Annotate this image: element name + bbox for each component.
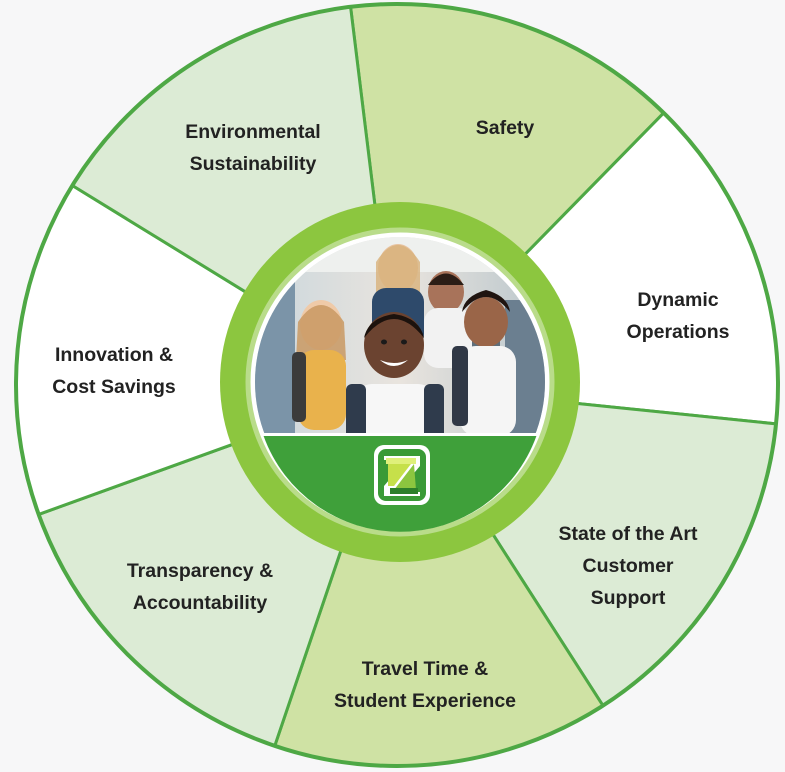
label-line: Operations [627, 321, 730, 343]
label-line: State of the Art [558, 523, 698, 545]
label-safety: Safety [476, 117, 535, 139]
label-line: Customer [582, 555, 673, 577]
z-logo-icon [374, 445, 430, 505]
label-line: Sustainability [190, 153, 317, 175]
label-line: Travel Time & [362, 658, 488, 680]
label-line: Environmental [185, 121, 320, 143]
label-line: Support [591, 587, 666, 609]
center-hub [220, 202, 580, 562]
label-line: Dynamic [637, 289, 718, 311]
label-line: Transparency & [127, 560, 273, 582]
label-line: Cost Savings [52, 376, 176, 398]
label-line: Innovation & [55, 344, 173, 366]
label-innovation: Innovation & Cost Savings [52, 344, 176, 398]
label-line: Student Experience [334, 690, 516, 712]
label-line: Safety [476, 117, 535, 139]
label-line: Accountability [133, 592, 268, 614]
label-travel-time: Travel Time & Student Experience [334, 658, 516, 712]
label-transparency: Transparency & Accountability [127, 560, 273, 614]
outer-ring [14, 2, 780, 768]
segments-layer [14, 2, 780, 768]
